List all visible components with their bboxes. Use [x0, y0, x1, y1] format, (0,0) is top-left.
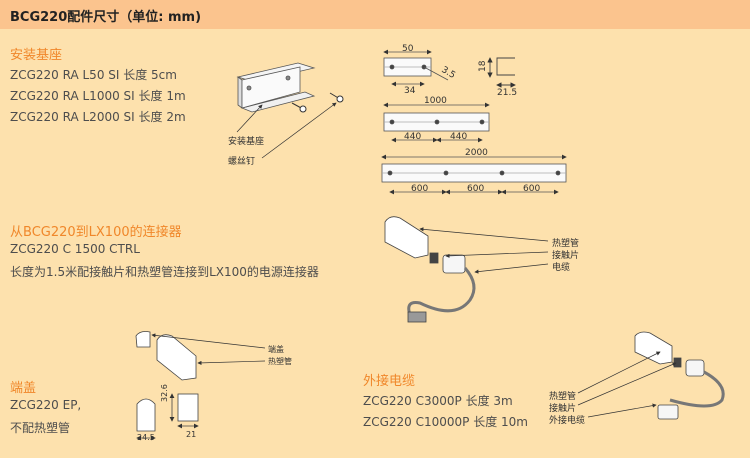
mounting-base-heading: 安装基座 — [10, 48, 63, 63]
profile-drawing — [487, 57, 516, 88]
connector-drawing — [384, 216, 476, 323]
callout-line — [261, 102, 337, 159]
screw-icon — [291, 102, 307, 113]
callout-heat-shrink: 热塑管 — [549, 392, 577, 402]
callout-contact: 接触片 — [549, 404, 577, 414]
end-cap-item: ZCG220 EP, — [10, 398, 82, 412]
callout-heat-shrink: 热塑管 — [552, 239, 580, 249]
end-cap-heading: 端盖 — [10, 381, 37, 396]
mounting-bracket-drawing — [236, 62, 316, 113]
dim-medium-length: 1000 — [424, 96, 447, 106]
external-cable-item: ZCG220 C3000P 长度 3m — [363, 394, 513, 408]
long-rail-drawing — [381, 154, 567, 195]
header-bar: BCG220配件尺寸（单位: mm) — [0, 0, 750, 29]
connector-description: 长度为1.5米配接触片和热塑管连接到LX100的电源连接器 — [10, 265, 319, 279]
callout-screw: 螺丝钉 — [228, 157, 256, 167]
callout-heat-shrink: 热塑管 — [268, 357, 292, 366]
connector-item: ZCG220 C 1500 CTRL — [10, 242, 140, 256]
dim-long-spacing: 600 — [467, 184, 485, 194]
connector-heading: 从BCG220到LX100的连接器 — [10, 225, 182, 240]
dim-short-spacing: 34 — [404, 86, 416, 96]
medium-rail-drawing — [383, 102, 490, 143]
end-cap-drawing — [135, 331, 199, 441]
mounting-base-item: ZCG220 RA L50 SI 长度 5cm — [10, 68, 177, 82]
dim-short-length: 50 — [402, 44, 414, 54]
dim-medium-spacing: 440 — [404, 132, 422, 142]
callout-end-cap: 端盖 — [268, 345, 284, 354]
external-cable-heading: 外接电缆 — [363, 374, 416, 389]
mounting-base-item: ZCG220 RA L1000 SI 长度 1m — [10, 89, 186, 103]
page-title: BCG220配件尺寸（单位: mm) — [10, 10, 202, 25]
dim-medium-spacing: 440 — [450, 132, 468, 142]
external-cable-item: ZCG220 C10000P 长度 10m — [363, 415, 528, 429]
callout-line — [236, 104, 263, 133]
screw-icon — [329, 92, 344, 103]
callout-contact: 接触片 — [552, 251, 580, 261]
external-cable-drawing — [634, 331, 725, 420]
callout-cable: 电缆 — [552, 263, 571, 273]
dim-profile-width: 21.5 — [497, 88, 518, 98]
callout-external-cable: 外接电缆 — [549, 416, 586, 426]
dim-depth: 21 — [186, 430, 197, 439]
mounting-base-item: ZCG220 RA L2000 SI 长度 2m — [10, 110, 186, 124]
callout-mounting-base: 安装基座 — [228, 137, 265, 147]
dim-long-spacing: 600 — [523, 184, 541, 194]
dim-long-length: 2000 — [465, 148, 488, 158]
short-rail-drawing — [383, 49, 449, 87]
end-cap-note: 不配热塑管 — [10, 421, 71, 435]
dim-long-spacing: 600 — [411, 184, 429, 194]
